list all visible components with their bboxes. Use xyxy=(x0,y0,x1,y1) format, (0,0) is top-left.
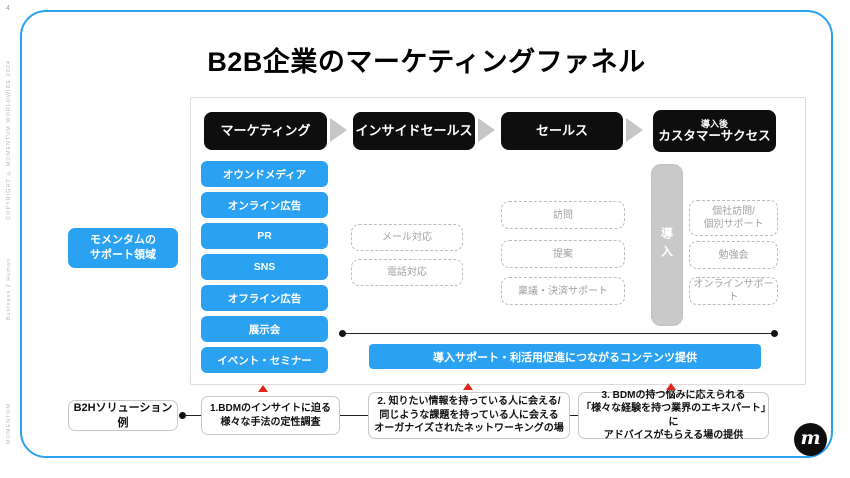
deploy-label: 導入 xyxy=(659,227,674,263)
momentum-support-badge: モメンタムの サポート領域 xyxy=(68,228,178,268)
slide-border-frame xyxy=(20,10,833,458)
inside-sales-item-phone: 電話対応 xyxy=(351,259,463,286)
stage-customer-success-label: カスタマーサクセス xyxy=(658,128,771,143)
stage-sales: セールス xyxy=(501,112,623,150)
arrow-right-icon xyxy=(626,118,643,142)
cs-item-study-session: 勉強会 xyxy=(689,241,778,269)
red-arrow-up-icon xyxy=(666,383,676,390)
business-2-human-vertical-text: Business 2 Human xyxy=(6,258,12,321)
marketing-item-sns: SNS xyxy=(201,254,328,280)
momentum-logo-letter: m xyxy=(800,427,821,449)
solution-connector-dot xyxy=(179,412,186,419)
solution-connector-line xyxy=(340,415,368,416)
marketing-item-online-ads: オンライン広告 xyxy=(201,192,328,218)
solution-connector-line xyxy=(184,415,201,416)
sales-item-proposal: 提案 xyxy=(501,240,625,268)
red-arrow-up-icon xyxy=(463,383,473,390)
copyright-vertical-text: COPYRIGHT © MOMENTUM WORLDWIDE 2024 xyxy=(6,60,12,220)
solution-connector-line xyxy=(570,415,578,416)
arrow-right-icon xyxy=(478,118,495,142)
marketing-item-offline-ads: オフライン広告 xyxy=(201,285,328,311)
coverage-line-right-dot xyxy=(771,330,778,337)
stage-marketing: マーケティング xyxy=(204,112,327,150)
stage-customer-success-sublabel: 導入後 xyxy=(700,118,728,129)
inside-sales-item-email: メール対応 xyxy=(351,224,463,251)
arrow-right-icon xyxy=(330,118,347,142)
red-arrow-up-icon xyxy=(258,385,268,392)
solution-item-3: 3. BDMの持つ悩みに応えられる 「様々な経験を持つ業界のエキスパート」に ア… xyxy=(578,390,769,441)
solution-item-2: 2. 知りたい情報を持っている人に会える/ 同じような課題を持っている人に会える… xyxy=(368,392,570,439)
coverage-line-left-dot xyxy=(339,330,346,337)
brand-vertical-text: MOMENTUM xyxy=(6,403,12,444)
momentum-logo: m xyxy=(794,423,827,456)
funnel-panel: マーケティング インサイドセールス セールス 導入後 カスタマーサクセス オウン… xyxy=(190,97,806,385)
sales-item-visit: 訪問 xyxy=(501,201,625,229)
coverage-line xyxy=(342,333,775,334)
b2h-solution-label: B2Hソリューション例 xyxy=(68,400,178,431)
stage-marketing-label: マーケティング xyxy=(220,122,311,138)
sales-item-approval-payment: 稟議・決済サポート xyxy=(501,277,625,305)
stage-sales-label: セールス xyxy=(535,122,588,138)
marketing-item-event-seminar: イベント・セミナー xyxy=(201,347,328,373)
stage-inside-sales-label: インサイドセールス xyxy=(355,122,473,138)
page-number: 4 xyxy=(6,5,10,12)
stage-customer-success: 導入後 カスタマーサクセス xyxy=(653,110,776,152)
marketing-item-pr: PR xyxy=(201,223,328,249)
content-provision-bar: 導入サポート・利活用促進につながるコンテンツ提供 xyxy=(369,344,761,369)
page-title: B2B企業のマーケティングファネル xyxy=(207,47,646,77)
deploy-vertical-box: 導入 xyxy=(651,164,683,326)
marketing-item-owned-media: オウンドメディア xyxy=(201,161,328,187)
stage-inside-sales: インサイドセールス xyxy=(353,112,475,150)
cs-item-individual-visit: 個社訪問/ 個別サポート xyxy=(689,200,778,236)
solution-item-1: 1.BDMのインサイトに迫る 様々な手法の定性調査 xyxy=(201,396,340,435)
marketing-item-exhibition: 展示会 xyxy=(201,316,328,342)
cs-item-online-support: オンラインサポート xyxy=(689,277,778,305)
